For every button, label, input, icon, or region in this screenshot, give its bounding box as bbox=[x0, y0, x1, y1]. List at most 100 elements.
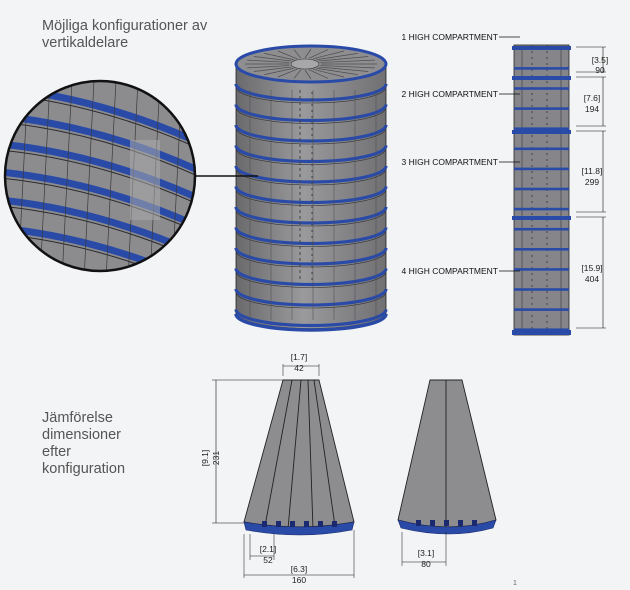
cylinder-ring-shadow bbox=[235, 189, 387, 206]
cone-panel-seam bbox=[313, 379, 336, 527]
dim-height-mm: 231 bbox=[211, 451, 221, 465]
dim-right-base-inch: [3.1] bbox=[418, 548, 435, 558]
caption-comparison: Jämförelse dimensioner efter konfigurati… bbox=[42, 410, 126, 477]
cone-base-tabs bbox=[416, 520, 477, 526]
magnifier-band bbox=[5, 168, 195, 231]
caption-configurations: Möjliga konfigurationer av vertikaldelar… bbox=[42, 18, 208, 51]
cone-tab bbox=[444, 520, 449, 526]
cylinder-ring-shadow bbox=[235, 230, 387, 247]
cone-full-config bbox=[243, 379, 355, 536]
stack-plate bbox=[514, 207, 569, 211]
cone-single-config bbox=[397, 379, 497, 535]
cone-tab bbox=[262, 521, 267, 527]
dim-base-width-mm: 160 bbox=[292, 575, 306, 585]
cylinder-ring bbox=[234, 227, 388, 246]
cylinder-spoke bbox=[247, 59, 290, 63]
stack-plate bbox=[514, 107, 569, 110]
dim-base-segment-inch: [2.1] bbox=[260, 544, 277, 554]
compartment-3: 3 HIGH COMPARTMENT [11.8] 299 bbox=[402, 130, 606, 213]
cone-panel-seam bbox=[307, 379, 314, 530]
compartment-dim-inch: [7.6] bbox=[584, 93, 601, 103]
cylinder-spoke bbox=[264, 53, 294, 61]
stack-plate bbox=[514, 167, 569, 171]
compartment-dim-inch: [3.5] bbox=[592, 55, 609, 65]
cone-panel-seam bbox=[287, 379, 302, 530]
cone-tab bbox=[332, 521, 337, 527]
cylinder-ring bbox=[234, 309, 388, 328]
cylinder-spoke bbox=[318, 66, 369, 72]
cylinder-ring bbox=[234, 104, 388, 123]
cone-tab bbox=[430, 520, 435, 526]
magnifier-band-edge bbox=[5, 177, 195, 234]
cylinder-spoke bbox=[253, 66, 292, 72]
cylinder-ring bbox=[234, 186, 388, 205]
magnifier-divider bbox=[83, 81, 95, 271]
stack-plate bbox=[514, 268, 569, 271]
cylinder-hub bbox=[290, 58, 320, 70]
compartment-annotations: 1 HIGH COMPARTMENT [3.5] 90 2 HIGH COMPA… bbox=[402, 32, 609, 329]
stack-plate bbox=[514, 308, 569, 311]
compartment-dim-mm: 194 bbox=[585, 104, 599, 114]
cylinder-spoke bbox=[264, 67, 294, 75]
cylinder-spoke bbox=[320, 59, 375, 63]
cylinder-ring bbox=[234, 124, 388, 143]
cylinder-spoke bbox=[293, 69, 302, 79]
cylinder-ring bbox=[234, 247, 388, 266]
cylinder-ring-shadow bbox=[235, 86, 387, 104]
magnifier-divider bbox=[105, 81, 117, 271]
cylinder-ring bbox=[234, 288, 388, 307]
cylinder-spoke bbox=[277, 68, 298, 78]
stack-base-plate bbox=[512, 330, 571, 335]
dim-top-width-inch: [1.7] bbox=[291, 352, 308, 362]
compartment-dim-mm: 299 bbox=[585, 177, 599, 187]
cone-base-tabs bbox=[262, 521, 337, 527]
magnifier-band-edge bbox=[5, 121, 195, 178]
cylinder-ring bbox=[234, 145, 388, 164]
dim-top-width-mm: 42 bbox=[294, 363, 304, 373]
stack-plate bbox=[514, 288, 569, 291]
cone-tab bbox=[458, 520, 463, 526]
cylinder-ring-shadow bbox=[235, 107, 387, 124]
cylinder-spoke bbox=[316, 67, 358, 75]
magnifier-ring bbox=[3, 79, 197, 273]
dim-base-segment-mm: 52 bbox=[263, 555, 273, 565]
compartment-dim-mm: 404 bbox=[585, 274, 599, 284]
stack-plate bbox=[514, 328, 569, 331]
stack-plate bbox=[514, 127, 569, 130]
stack-compartment-divider bbox=[512, 76, 571, 80]
cylinder-ring-shadow bbox=[235, 148, 387, 165]
compartment-stack bbox=[512, 44, 571, 336]
compartment-1: 1 HIGH COMPARTMENT [3.5] 90 bbox=[402, 32, 609, 75]
magnifier-divider bbox=[39, 81, 51, 271]
stack-compartment-divider bbox=[512, 46, 571, 50]
cylinder-ring bbox=[234, 206, 388, 225]
cylinder-spoke bbox=[304, 69, 312, 80]
cone-tab bbox=[416, 520, 421, 526]
cylinder-spoke bbox=[304, 48, 312, 59]
cylinder-ring bbox=[234, 83, 388, 102]
dim-base-width-inch: [6.3] bbox=[291, 564, 308, 574]
stack-compartment-divider bbox=[512, 130, 571, 134]
cylinder-spoke bbox=[318, 56, 369, 62]
cylinder-spoke bbox=[320, 65, 375, 69]
compartment-dim-inch: [11.8] bbox=[582, 166, 603, 176]
cylinder-spoke bbox=[312, 50, 345, 60]
cylinder-spoke bbox=[308, 69, 329, 79]
cone-base-rim bbox=[397, 519, 497, 535]
cylinder-spoke bbox=[293, 49, 302, 59]
dim-height-inch: [9.1] bbox=[200, 450, 210, 467]
compartment-dim-inch: [15.9] bbox=[581, 263, 602, 273]
cylinder-top-spokes bbox=[245, 48, 377, 80]
compartment-dim-mm: 90 bbox=[595, 65, 605, 75]
cylinder-ring-shadow bbox=[235, 271, 387, 288]
cylinder-spoke bbox=[308, 49, 329, 59]
magnifier-detail bbox=[3, 79, 197, 273]
stack-plate bbox=[514, 147, 569, 151]
cone-base-rim bbox=[243, 521, 355, 536]
compartment-label: 1 HIGH COMPARTMENT bbox=[402, 32, 499, 42]
compartment-label: 2 HIGH COMPARTMENT bbox=[402, 89, 499, 99]
cone-body bbox=[397, 379, 497, 528]
stack-plate bbox=[514, 67, 569, 70]
cylinder-spoke bbox=[277, 50, 298, 60]
cylinder-ring-shadow bbox=[235, 250, 387, 268]
